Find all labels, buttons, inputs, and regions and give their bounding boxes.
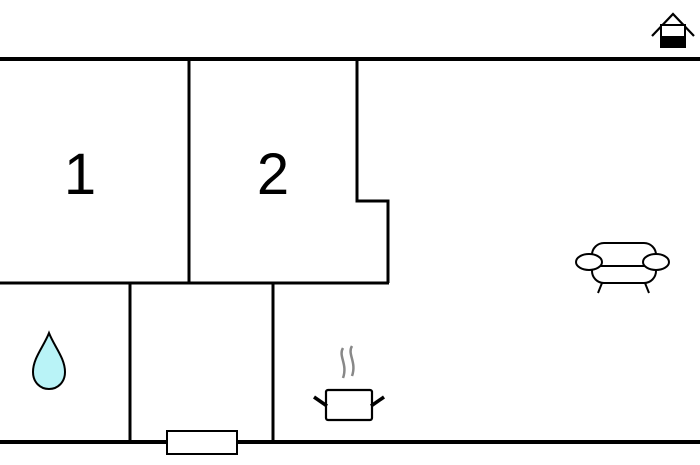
entrance-door xyxy=(166,430,238,455)
room-2-label: 2 xyxy=(257,142,289,207)
sofa-icon xyxy=(575,242,670,294)
wall-room2-living xyxy=(355,59,390,283)
cooking-pot-icon xyxy=(313,345,385,422)
water-drop-icon xyxy=(31,330,67,391)
house-icon xyxy=(651,12,695,48)
room-1-label: 1 xyxy=(64,142,96,207)
